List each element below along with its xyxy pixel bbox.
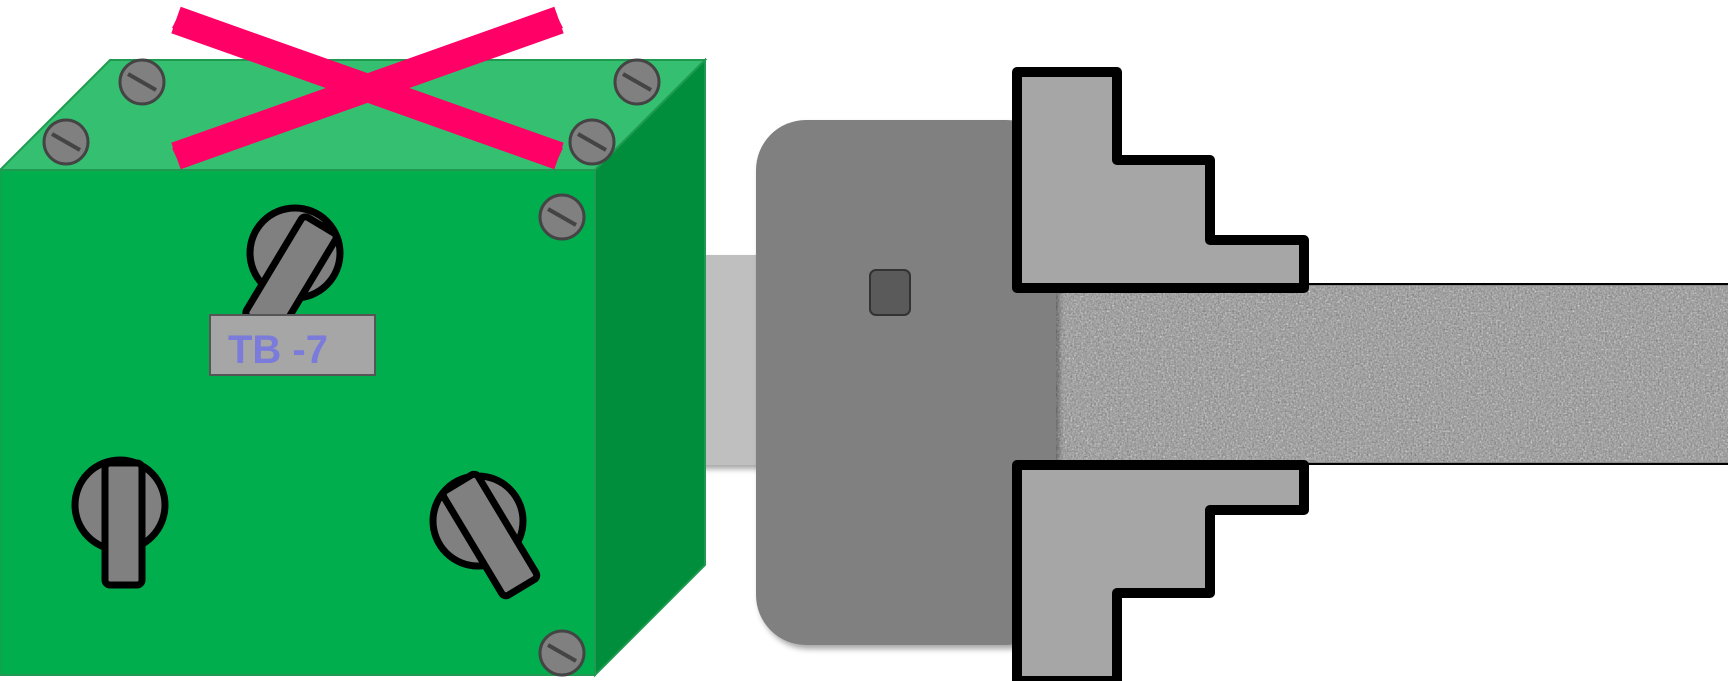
lower-clamp	[1017, 465, 1304, 681]
label-plate: TB -7	[210, 315, 375, 375]
upper-clamp	[1017, 72, 1304, 288]
indicator-light-icon	[870, 270, 910, 315]
screw-head-icon	[120, 60, 164, 104]
connector-body	[756, 120, 1056, 645]
label-text: TB -7	[228, 328, 328, 372]
screw-head-icon	[540, 195, 584, 239]
screw-head-icon	[44, 120, 88, 164]
screw-head-icon	[615, 60, 659, 104]
screw-head-icon	[570, 120, 614, 164]
screw-head-icon	[540, 631, 584, 675]
cable	[1045, 284, 1728, 464]
